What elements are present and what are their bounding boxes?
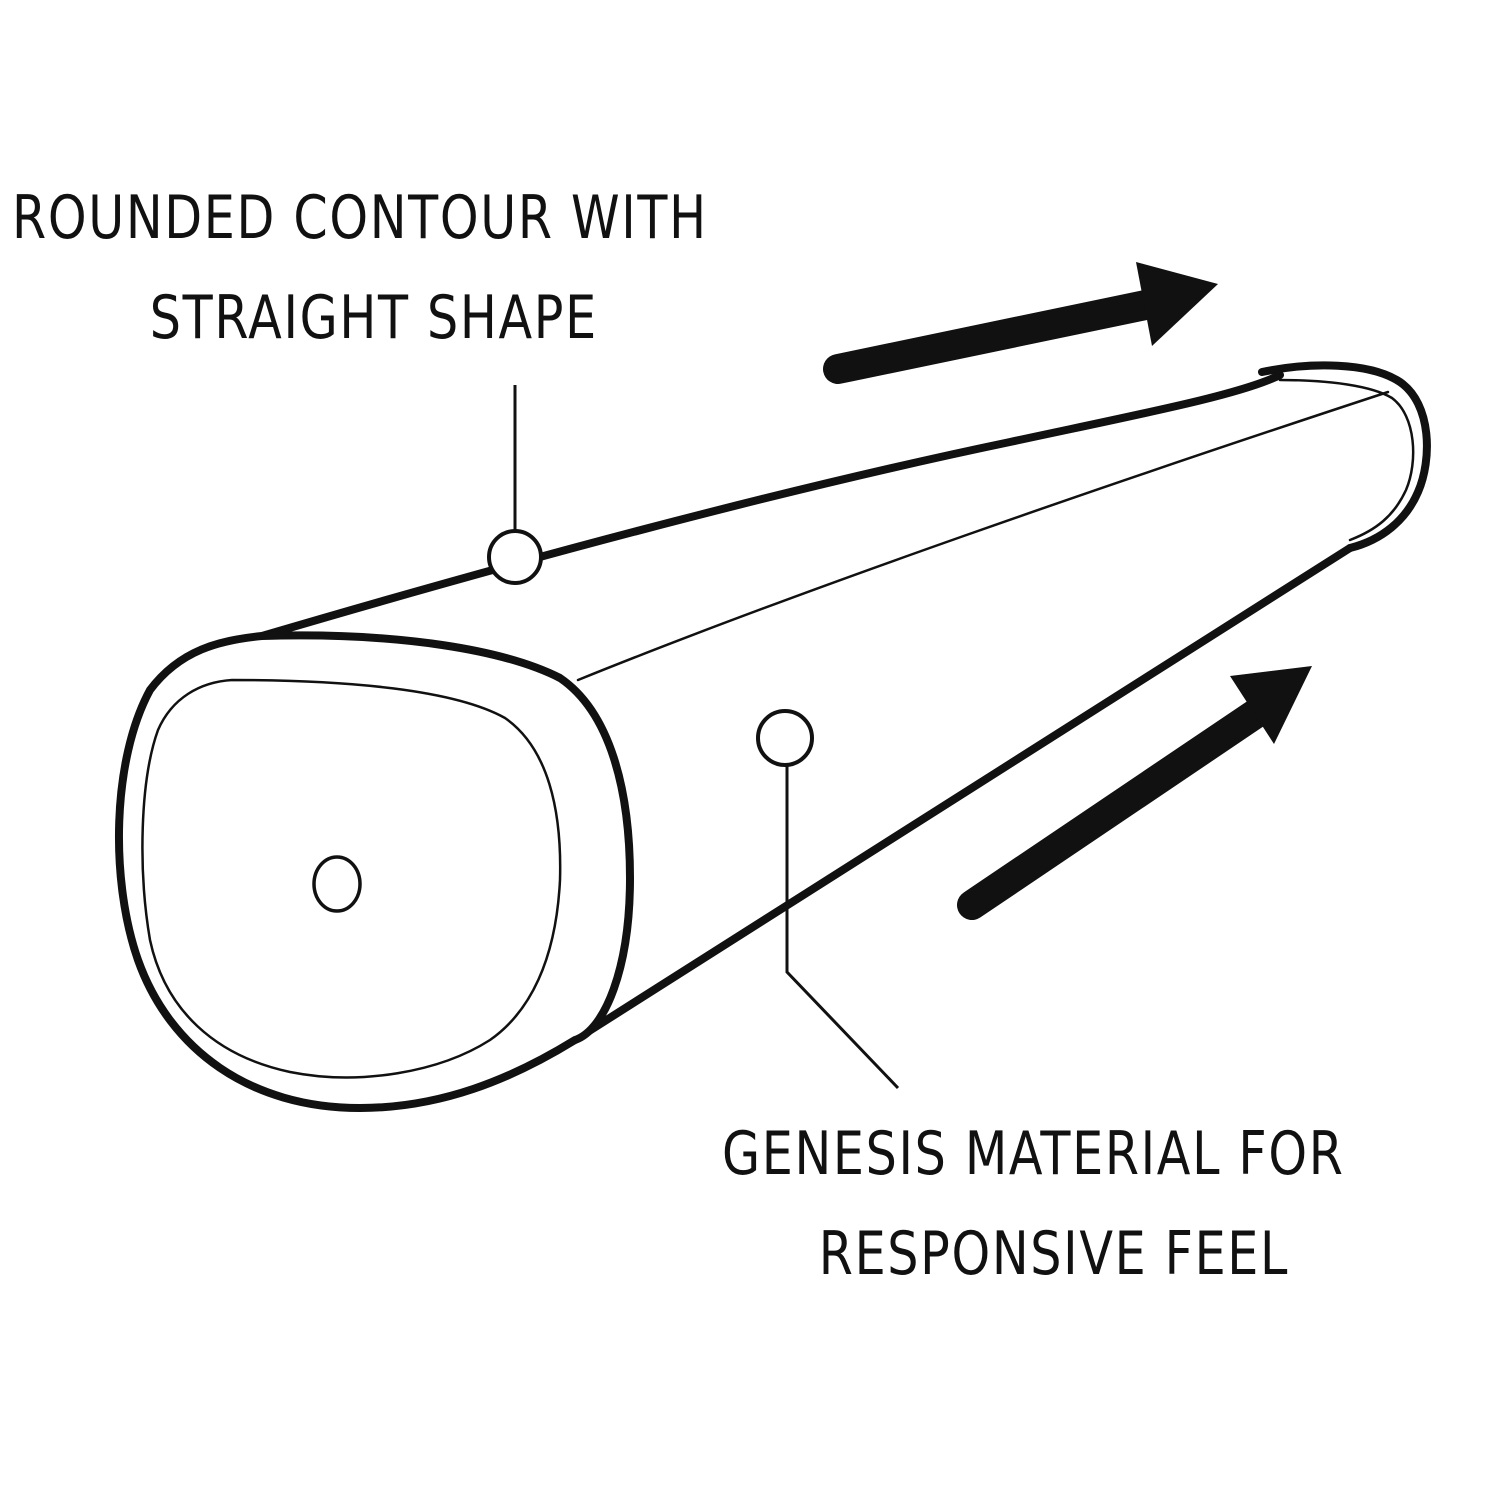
callout-dot-icon — [487, 529, 543, 585]
material-callout-line1: GENESIS MATERIAL FOR — [722, 1119, 1345, 1189]
contour-callout-line2: STRAIGHT SHAPE — [149, 283, 598, 353]
contour-callout-label: ROUNDED CONTOUR WITH STRAIGHT SHAPE — [12, 188, 708, 348]
material-callout-line2: RESPONSIVE FEEL — [818, 1219, 1290, 1289]
material-callout-label: GENESIS MATERIAL FOR RESPONSIVE FEEL — [722, 1124, 1345, 1284]
material-leader-line — [785, 765, 900, 1090]
grip-near-cap-inner — [141, 678, 562, 1079]
end-cap-center-dot-icon — [312, 855, 362, 913]
grip-far-cap-inner — [1278, 378, 1415, 542]
arrow-right-icon — [823, 262, 1218, 384]
grip-bottom-edge — [571, 544, 1354, 1044]
grip-facet-line — [576, 390, 1390, 682]
contour-callout-line1: ROUNDED CONTOUR WITH — [12, 183, 708, 253]
callout-dot-icon — [756, 709, 814, 767]
grip-top-edge — [258, 371, 1284, 640]
arrow-up-right-icon — [957, 666, 1312, 920]
grip-far-cap — [1258, 361, 1431, 552]
grip-near-cap-outer — [115, 631, 634, 1112]
